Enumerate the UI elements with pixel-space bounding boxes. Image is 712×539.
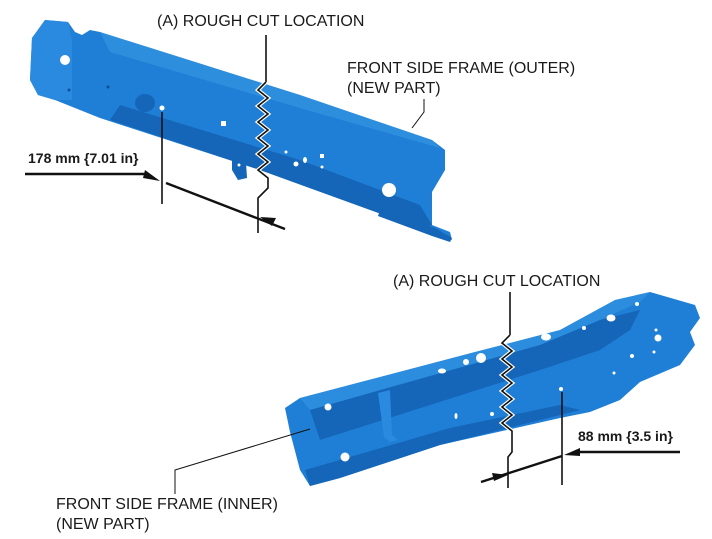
hole bbox=[159, 105, 165, 111]
inner-frame-tab bbox=[378, 390, 398, 442]
bottom-dim-line bbox=[480, 454, 563, 484]
bottom-dimension: 88 mm {3.5 in} bbox=[480, 392, 680, 485]
top-cut-label: (A) ROUGH CUT LOCATION bbox=[157, 13, 364, 30]
hole bbox=[630, 354, 634, 358]
top-part-label-line1: FRONT SIDE FRAME (OUTER) bbox=[347, 60, 575, 77]
hole bbox=[284, 150, 288, 154]
hole bbox=[654, 328, 658, 332]
hole bbox=[221, 121, 226, 126]
inner-frame-channel bbox=[310, 310, 640, 440]
hole bbox=[559, 387, 563, 391]
bottom-cut-line bbox=[498, 292, 516, 488]
hole bbox=[541, 333, 551, 341]
hole bbox=[490, 412, 494, 416]
bottom-dimension-label: 88 mm {3.5 in} bbox=[578, 428, 673, 444]
top-cut-zigzag bbox=[256, 81, 270, 233]
hole bbox=[612, 371, 616, 375]
outer-frame-channel bbox=[110, 105, 432, 228]
hole bbox=[382, 183, 396, 197]
top-dimension-label: 178 mm {7.01 in} bbox=[28, 150, 139, 166]
hole bbox=[293, 161, 299, 167]
inner-frame-bottom-flange bbox=[305, 405, 580, 486]
hole bbox=[60, 55, 70, 65]
outer-frame-flange bbox=[100, 32, 440, 148]
hole bbox=[320, 154, 324, 158]
hole-recess bbox=[135, 94, 155, 112]
top-part-leader bbox=[411, 99, 425, 129]
inner-frame-top-rail bbox=[300, 292, 650, 410]
bottom-cut-zigzag bbox=[500, 334, 514, 488]
top-part-label-line2: (NEW PART) bbox=[347, 80, 441, 97]
hole bbox=[654, 334, 662, 342]
hole bbox=[324, 403, 332, 411]
inner-frame-part bbox=[285, 292, 700, 486]
hole bbox=[652, 350, 656, 354]
hole bbox=[463, 359, 469, 365]
bottom-cut-label: (A) ROUGH CUT LOCATION bbox=[393, 273, 600, 290]
top-dim-arrow-left bbox=[143, 170, 160, 181]
hole bbox=[320, 165, 324, 169]
bottom-dim-arrow-right bbox=[564, 448, 580, 456]
hole bbox=[582, 326, 586, 330]
hole bbox=[476, 353, 486, 363]
bottom-dim-arrow-left bbox=[492, 473, 508, 481]
bottom-part-label-line1: FRONT SIDE FRAME (INNER) bbox=[56, 496, 278, 513]
bottom-part-leader bbox=[174, 428, 311, 494]
outer-frame-bracket bbox=[232, 147, 247, 180]
top-dim-arrow-right bbox=[260, 217, 276, 226]
hole bbox=[438, 368, 446, 374]
outer-frame-part bbox=[30, 20, 452, 242]
top-dimension: 178 mm {7.01 in} bbox=[25, 112, 286, 231]
hole bbox=[106, 85, 110, 89]
outer-frame-end-panel bbox=[30, 20, 72, 100]
hole bbox=[67, 88, 71, 92]
hole bbox=[237, 163, 241, 167]
top-dim-line bbox=[165, 181, 286, 231]
hole bbox=[635, 302, 639, 306]
hole bbox=[303, 157, 307, 163]
hole bbox=[606, 314, 616, 322]
bottom-part-label-line2: (NEW PART) bbox=[56, 516, 150, 533]
top-cut-line bbox=[254, 35, 272, 233]
hole bbox=[454, 413, 458, 419]
outer-frame-lip bbox=[378, 210, 452, 242]
hole bbox=[340, 452, 350, 462]
